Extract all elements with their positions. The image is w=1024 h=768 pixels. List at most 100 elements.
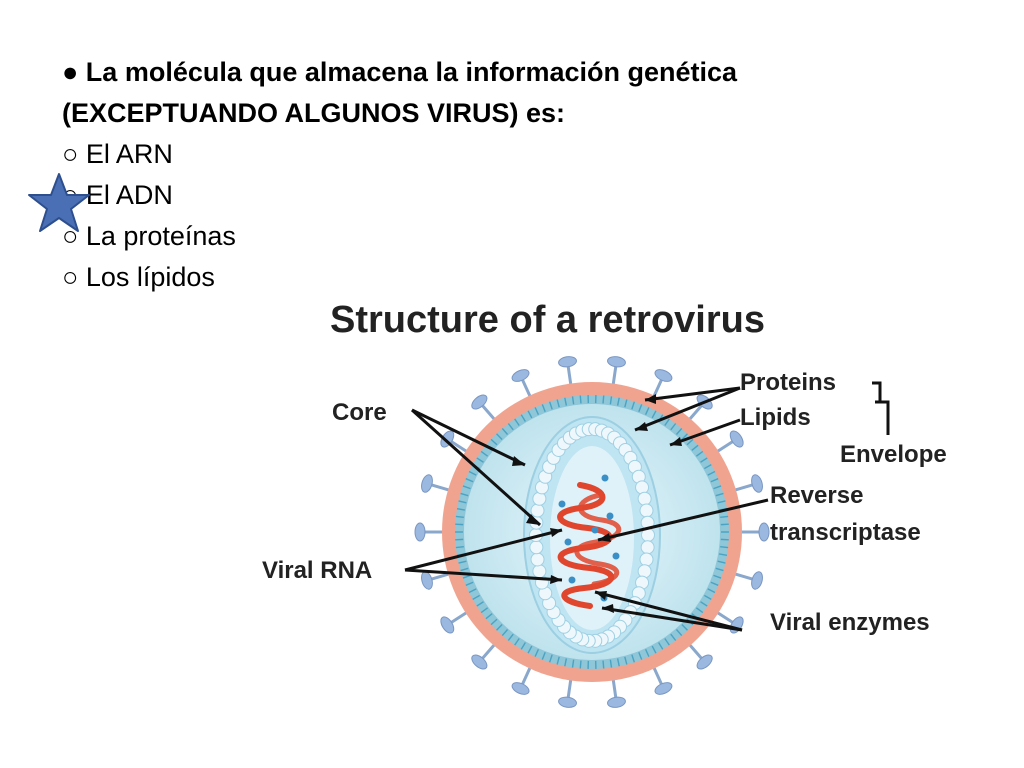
lipid-tick <box>602 395 605 404</box>
lipid-tick <box>490 618 498 626</box>
option-2[interactable]: ○ El ADN <box>62 175 962 216</box>
lipid-tick <box>703 594 712 600</box>
lipid-tick <box>455 546 464 549</box>
enzyme-dot <box>612 552 620 560</box>
lipid-tick <box>490 438 498 446</box>
lipid-tick <box>675 629 683 636</box>
spike-knob <box>607 696 626 708</box>
lipid-tick <box>717 560 726 564</box>
enzyme-dot <box>558 500 566 508</box>
lipid-tick <box>638 404 643 413</box>
lipid-tick <box>720 515 729 518</box>
lipid-tick <box>631 401 636 410</box>
lipid-tick <box>686 438 694 446</box>
pointer-enzymes-2 <box>601 606 743 632</box>
lipid-tick <box>681 624 688 631</box>
label-proteins: Proteins <box>740 369 836 396</box>
label-envelope: Envelope <box>840 441 947 468</box>
lipid-tick <box>520 414 526 422</box>
viral-rna-strand-2 <box>574 492 622 587</box>
lipid-tick <box>691 444 699 451</box>
question-block: ● La molécula que almacena la informació… <box>62 52 962 298</box>
lipid-tick <box>664 638 670 646</box>
lipid-tick <box>496 433 503 440</box>
lipid-tick <box>670 633 677 641</box>
label-core: Core <box>332 399 387 426</box>
lipid-tick <box>507 423 514 431</box>
lipid-tick <box>616 658 620 667</box>
lipid-tick <box>720 546 729 549</box>
viral-enzymes <box>558 474 620 602</box>
arrowhead <box>598 533 611 542</box>
arrowhead <box>526 514 540 525</box>
lipid-tick <box>651 645 657 654</box>
spike-knob <box>471 394 488 410</box>
option-4[interactable]: ○ Los lípidos <box>62 257 962 298</box>
lipid-tick <box>713 485 722 490</box>
lipid-tick <box>485 613 493 620</box>
lipid-tick <box>703 464 712 470</box>
question-line-1: ● La molécula que almacena la informació… <box>62 57 738 87</box>
core-bead <box>529 540 544 555</box>
lipid-tick <box>700 601 708 607</box>
lipid-tick <box>456 507 466 511</box>
spike-knob <box>696 654 713 670</box>
spike-knob <box>607 356 626 368</box>
lipid-tick <box>664 418 670 426</box>
lipid-tick <box>579 660 582 669</box>
arrowhead <box>602 604 614 613</box>
lipid-tick <box>695 450 704 457</box>
enzyme-dot <box>564 538 572 546</box>
core-bead <box>532 564 547 579</box>
lipid-tick <box>465 581 474 586</box>
question-line-2: (EXCEPTUANDO ALGUNOS VIRUS) es: <box>62 98 566 128</box>
label-viral-enzymes: Viral enzymes <box>770 609 930 636</box>
lipid-tick <box>631 654 636 663</box>
lipid-tick <box>644 649 650 657</box>
core-bead <box>640 540 655 555</box>
core-bead <box>637 491 652 506</box>
virus-illustration <box>414 356 770 708</box>
lipid-tick <box>462 574 471 579</box>
pointer-core-2 <box>410 408 542 527</box>
lipid-tick <box>534 407 540 415</box>
spike-knob <box>558 356 577 368</box>
lipid-tick <box>534 649 540 657</box>
lipid-tick <box>501 428 509 435</box>
option-1[interactable]: ○ El ARN <box>62 134 962 175</box>
pointer-proteins-2 <box>634 386 741 432</box>
core-bead <box>530 503 545 518</box>
pointer-lines <box>404 381 890 632</box>
lipid-tick <box>700 457 708 463</box>
lipid-tick <box>501 629 509 636</box>
lipid-tick <box>624 399 628 408</box>
lipid-ticks <box>455 395 729 669</box>
lipid-tick <box>476 457 484 463</box>
lipid-tick <box>455 515 464 518</box>
option-label: La proteínas <box>85 221 236 251</box>
lipid-tick <box>520 642 526 650</box>
pointer-rna-1 <box>404 528 563 572</box>
lipid-tick <box>644 407 650 415</box>
retrovirus-diagram: Structure of a retrovirus <box>262 299 947 708</box>
lipid-tick <box>638 651 643 660</box>
lipid-tick <box>514 638 520 646</box>
lipid-tick <box>670 423 677 431</box>
lipid-tick <box>541 651 546 660</box>
spike-knob <box>654 369 673 382</box>
core-bead <box>530 552 545 567</box>
lipid-tick <box>480 450 489 457</box>
arrowhead <box>595 591 607 600</box>
lipid-tick <box>468 470 477 476</box>
arrowhead <box>550 575 562 584</box>
core-bead <box>639 552 654 567</box>
lipid-tick <box>462 485 471 490</box>
lipid-tick <box>571 659 575 668</box>
diagram-title: Structure of a retrovirus <box>330 299 765 341</box>
lipid-tick <box>480 607 489 614</box>
arrowhead <box>670 437 682 446</box>
option-3[interactable]: ○ La proteínas <box>62 216 962 257</box>
arrowhead <box>550 528 562 537</box>
spike-knob <box>471 654 488 670</box>
envelope-bracket-2 <box>880 400 890 435</box>
